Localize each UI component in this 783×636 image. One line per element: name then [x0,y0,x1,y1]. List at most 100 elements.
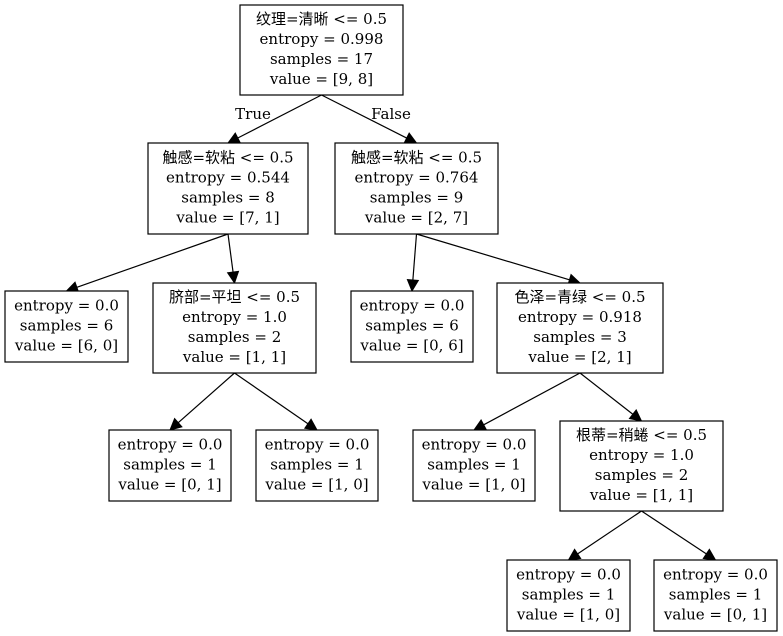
edge-line [577,510,642,555]
node-line: value = [2, 1] [527,348,631,366]
tree-node-n3: entropy = 0.0 samples = 6 value = [6, 0] [4,290,129,363]
node-box [4,290,129,363]
edge-label: False [371,105,411,123]
node-line: samples = 2 [188,328,282,346]
node-line: samples = 8 [181,189,275,207]
node-box [152,282,317,374]
tree-node-n7: entropy = 0.0 samples = 1 value = [0, 1] [108,429,232,502]
node-line: value = [1, 0] [264,476,368,494]
node-box [412,429,536,502]
node-line: samples = 1 [669,586,763,604]
node-line: 触感=软粘 <= 0.5 [162,149,293,167]
node-line: samples = 1 [270,456,364,474]
tree-node-n8: entropy = 0.0 samples = 1 value = [1, 0] [255,429,379,502]
arrowhead-icon [169,417,183,431]
edge-line [641,510,707,555]
node-line: value = [0, 1] [663,606,767,624]
node-line: 纹理=清晰 <= 0.5 [256,10,387,28]
node-line: entropy = 0.0 [663,566,768,584]
arrowhead-icon [226,270,240,285]
node-line: value = [7, 1] [175,209,279,227]
node-line: entropy = 0.998 [260,30,384,48]
node-line: 触感=软粘 <= 0.5 [351,149,482,167]
node-line: samples = 1 [427,456,521,474]
node-box [334,142,499,235]
node-line: samples = 1 [123,456,217,474]
node-line: entropy = 0.0 [265,436,370,454]
tree-node-n10: 根蒂=稍蜷 <= 0.5 entropy = 1.0 samples = 2 valu… [559,420,724,512]
node-line: value = [2, 7] [364,209,468,227]
node-line: value = [0, 6] [359,337,463,355]
node-line: entropy = 0.0 [360,297,465,315]
node-line: value = [1, 1] [182,348,286,366]
edge-line [237,94,322,139]
node-box [559,420,724,512]
edge-n6-n10 [579,372,643,422]
node-box [147,142,309,235]
node-line: 根蒂=稍蜷 <= 0.5 [576,426,707,444]
arrowhead-icon [628,408,643,422]
edge-n10-n11 [567,510,642,561]
node-box [653,559,778,632]
edge-line [416,233,570,281]
edge-n2-n5 [406,233,420,293]
node-line: samples = 1 [522,586,616,604]
node-box [350,290,474,363]
node-line: value = [1, 0] [421,476,525,494]
node-line: samples = 2 [595,466,689,484]
edge-n2-n6 [416,233,582,286]
node-line: entropy = 1.0 [589,446,694,464]
edge-n4-n7 [169,372,235,431]
tree-node-n5: entropy = 0.0 samples = 6 value = [0, 6] [350,290,474,363]
node-line: entropy = 0.918 [518,308,642,326]
edge-n0-n2: False [321,94,418,144]
node-line: entropy = 1.0 [182,308,287,326]
edge-label: True [235,105,271,123]
arrowhead-icon [303,418,318,431]
node-line: 脐部=平坦 <= 0.5 [169,288,300,306]
arrowhead-icon [567,548,582,561]
edge-line [177,372,235,424]
tree-node-n1: 触感=软粘 <= 0.5 entropy = 0.544 samples = 8 va… [147,142,309,235]
node-line: value = [1, 0] [516,606,620,624]
edge-line [483,372,581,426]
edge-line [412,233,418,281]
tree-node-n11: entropy = 0.0 samples = 1 value = [1, 0] [506,559,631,632]
edge-n1-n3 [65,233,229,294]
node-line: entropy = 0.0 [422,436,527,454]
node-line: samples = 9 [370,189,464,207]
node-line: entropy = 0.764 [355,169,479,187]
node-line: value = [1, 1] [589,486,693,504]
edge-line [579,372,634,415]
node-line: samples = 6 [20,317,114,335]
edge-line [321,94,407,139]
edge-n10-n12 [641,510,717,561]
node-box [496,282,664,374]
node-line: 色泽=青绿 <= 0.5 [514,288,645,306]
edge-n4-n8 [234,372,318,431]
node-line: entropy = 0.544 [166,169,290,187]
node-box [506,559,631,632]
tree-node-n12: entropy = 0.0 samples = 1 value = [0, 1] [653,559,778,632]
arrowhead-icon [406,279,420,293]
edge-line [76,233,229,288]
node-box [239,4,404,96]
node-line: value = [6, 0] [14,337,118,355]
node-line: entropy = 0.0 [516,566,621,584]
node-line: value = [0, 1] [117,476,221,494]
edge-line [234,372,309,425]
arrowhead-icon [702,548,717,561]
node-box [108,429,232,502]
node-line: samples = 17 [270,50,373,68]
edge-n0-n1: True [227,94,322,144]
tree-node-n2: 触感=软粘 <= 0.5 entropy = 0.764 samples = 9 va… [334,142,499,235]
tree-node-n4: 脐部=平坦 <= 0.5 entropy = 1.0 samples = 2 valu… [152,282,317,374]
node-line: samples = 6 [365,317,459,335]
node-line: entropy = 0.0 [14,297,119,315]
edge-line [227,233,234,273]
edge-n1-n4 [226,233,240,285]
node-line: entropy = 0.0 [118,436,223,454]
